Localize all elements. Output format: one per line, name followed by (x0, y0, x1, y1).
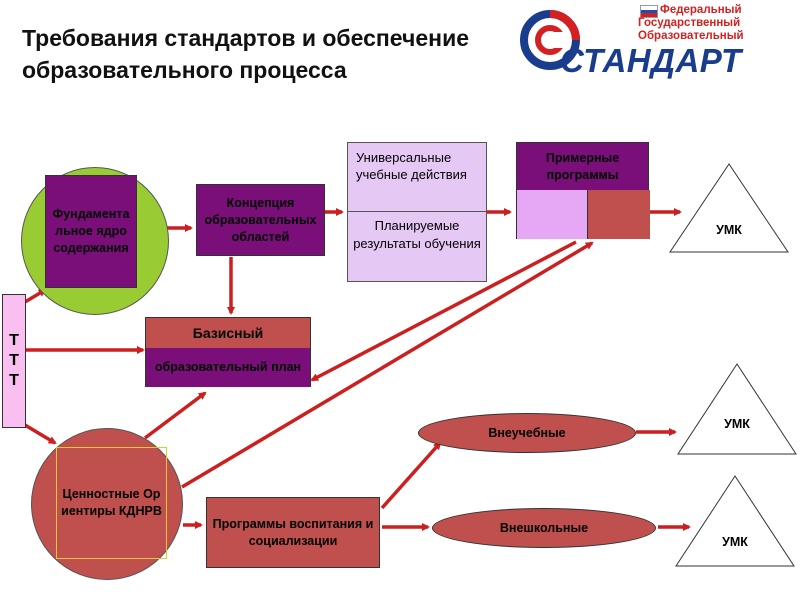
universal-actions-label: Универсальные учебные действия (356, 150, 467, 182)
ttt-node: Т Т Т (2, 294, 26, 428)
logo-line-1: Федеральный (660, 4, 742, 16)
fundamental-core-label: Фундаментальное ядро содержания (52, 207, 130, 255)
sample-programs-label: Примерные программы (545, 150, 620, 182)
values-label: Ценностные Ориентиры КДНРВ (61, 487, 162, 518)
arrow-upbringing-to-extracurricular (380, 441, 442, 510)
arrow-ttt-to-values (24, 423, 57, 445)
umk-mid-triangle (677, 363, 797, 455)
basic-plan-body-label: образовательный план (154, 360, 302, 374)
umk-mid-label: УМК (724, 417, 750, 431)
fundamental-core-node: Фундаментальное ядро содержания (45, 175, 137, 288)
out-of-school-label: Внешкольные (499, 520, 589, 535)
extracurricular-node: Внеучебные (418, 413, 636, 453)
arrow-values-to-programs (181, 241, 594, 489)
page-title: Требования стандартов и обеспечение обра… (22, 25, 469, 83)
logo-main-text: СТАНДАРТ (560, 42, 742, 79)
basic-plan-head-label: Базисный (192, 324, 264, 341)
upbringing-node: Программы воспитания и социализации (206, 497, 380, 568)
upbringing-label: Программы воспитания и социализации (212, 516, 374, 548)
arrow-programs-to-plan (310, 240, 577, 382)
umk-bottom-triangle (675, 475, 795, 567)
concept-label: Концепция образовательных областей (204, 195, 317, 244)
concept-node: Концепция образовательных областей (196, 184, 325, 256)
logo-line-2: Государственный (638, 17, 741, 29)
arrow-values-to-plan (143, 391, 207, 440)
basic-plan-node: Базисный образовательный план (145, 317, 311, 387)
uud-block: Универсальные учебные действия Планируем… (347, 142, 487, 282)
values-node: Ценностные Ориентиры КДНРВ (56, 447, 167, 559)
out-of-school-node: Внешкольные (432, 508, 656, 548)
logo-line-3: Образовательный (638, 30, 744, 42)
planned-results-label: Планируемые результаты обучения (353, 218, 481, 251)
standard-emblem-icon (520, 10, 580, 70)
umk-bottom-label: УМК (722, 535, 748, 549)
russian-flag-icon (640, 5, 658, 18)
sample-programs-node: Примерные программы (516, 142, 650, 239)
umk-top-label: УМК (716, 223, 742, 237)
fgos-logo: Федеральный Государственный Образователь… (520, 2, 790, 86)
umk-top-triangle (669, 163, 789, 253)
ttt-label: Т Т Т (9, 332, 19, 389)
extracurricular-label: Внеучебные (488, 425, 566, 440)
